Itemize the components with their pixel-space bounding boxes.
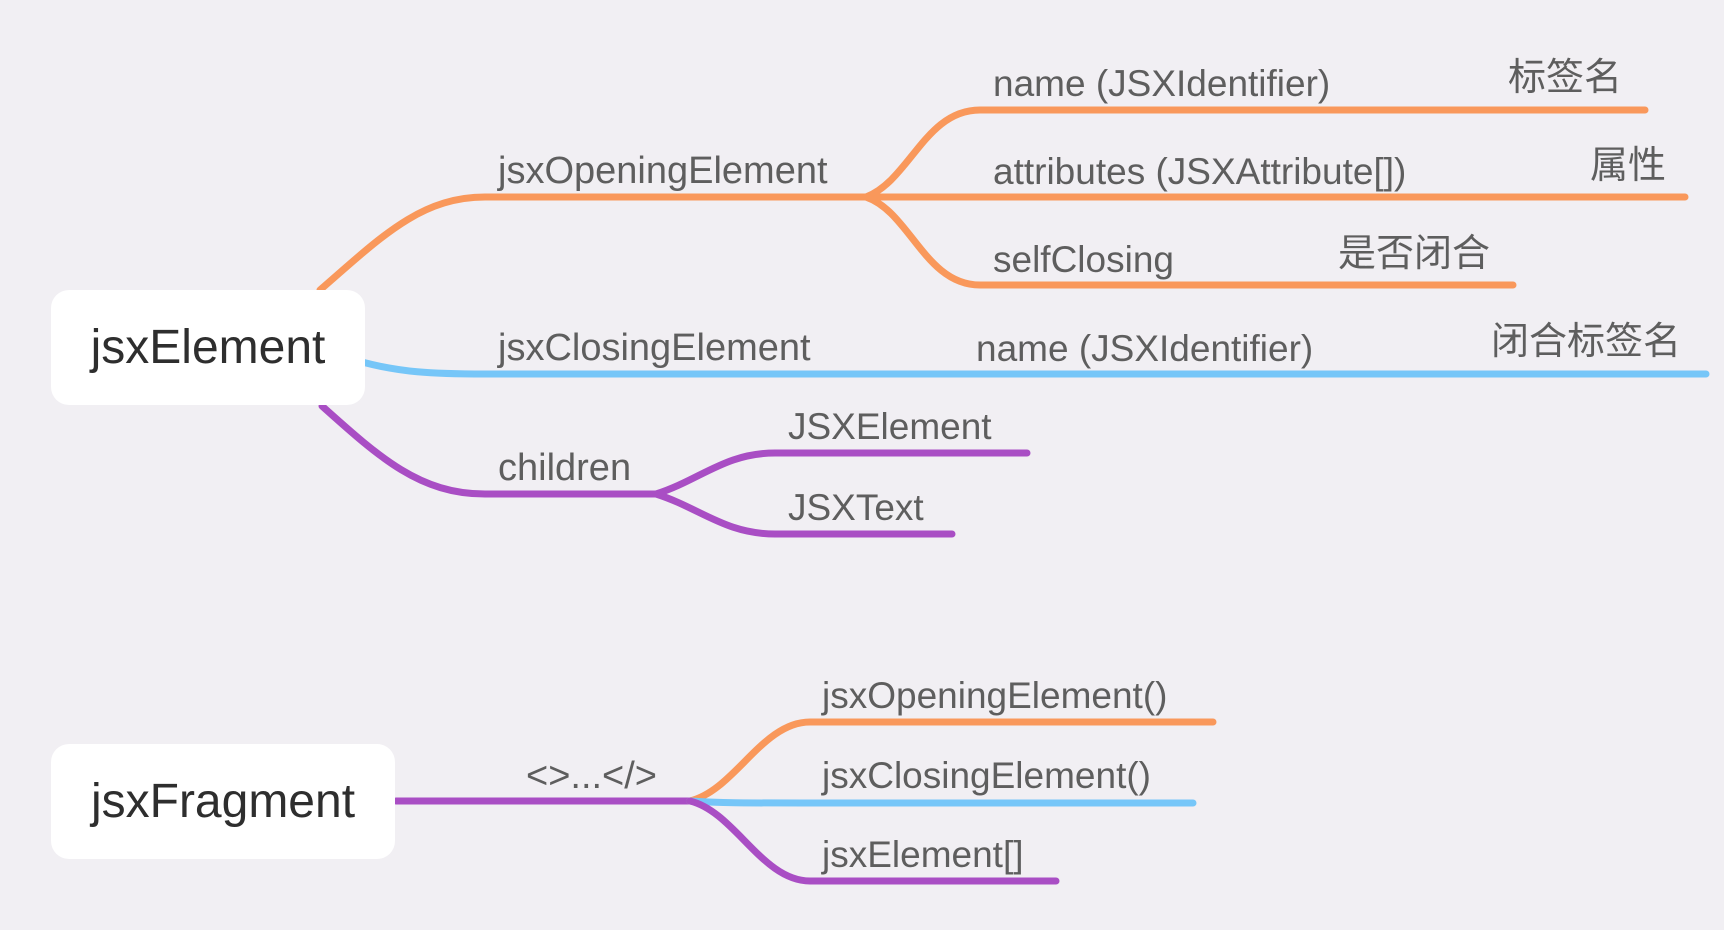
node-fragment-closing[interactable]: jsxClosingElement() [822,755,1151,796]
note-closing-name: 闭合标签名 [1491,321,1682,363]
node-closing-name[interactable]: name (JSXIdentifier) [976,328,1314,369]
node-children[interactable]: children [498,447,632,489]
node-children-jsxtext[interactable]: JSXText [788,487,924,528]
node-opening-name[interactable]: name (JSXIdentifier) [993,63,1331,104]
node-fragment-opening[interactable]: jsxOpeningElement() [822,675,1168,716]
node-fragment-syntax[interactable]: <>...</> [526,755,657,797]
branch-line-opening-name [862,106,1649,201]
note-opening-attributes: 属性 [1590,145,1667,187]
branch-line-fragment-opening [686,718,1217,805]
root-node-jsxelement[interactable]: jsxElement [51,290,365,405]
root-node-jsxfragment-label: jsxFragment [90,775,356,828]
node-opening-selfclosing[interactable]: selfClosing [993,239,1174,280]
branch-line-fragment-elements [686,797,1060,885]
branch-line-closing [358,358,1710,378]
node-fragment-elements[interactable]: jsxElement[] [822,834,1024,875]
branch-line-children [318,402,664,498]
note-opening-name: 标签名 [1508,57,1623,99]
root-node-jsxfragment[interactable]: jsxFragment [51,744,395,859]
branch-line-opening [316,193,874,294]
node-children-jsxelement[interactable]: JSXElement [788,406,992,447]
node-jsxclosingelement[interactable]: jsxClosingElement [498,327,811,369]
branch-line-children-jsxtext [652,490,956,538]
node-opening-attributes[interactable]: attributes (JSXAttribute[]) [993,151,1407,192]
node-jsxopeningelement[interactable]: jsxOpeningElement [498,150,828,192]
branch-line-fragment-closing [686,797,1197,807]
branch-line-opening-selfclosing [862,193,1517,289]
note-opening-selfclosing: 是否闭合 [1338,233,1491,275]
root-node-jsxelement-label: jsxElement [90,321,326,374]
branch-line-children-jsxelement [652,449,1031,498]
